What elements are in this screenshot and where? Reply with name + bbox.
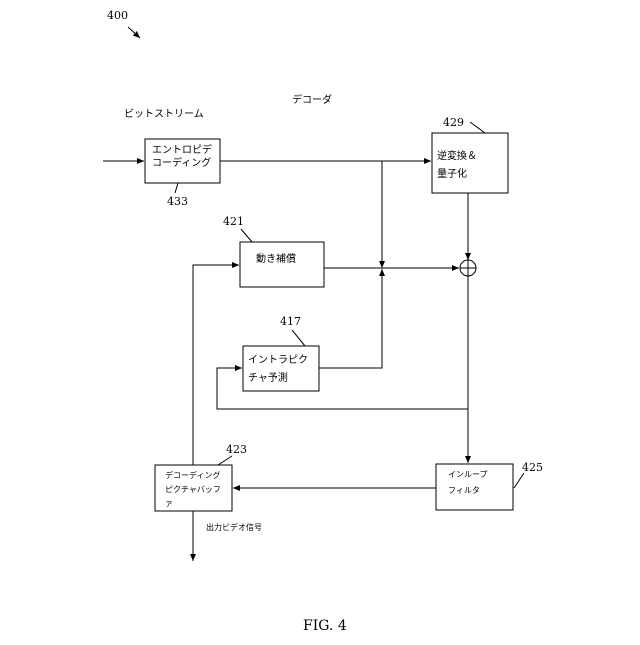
entropy-decoding-line2: コーディング	[152, 156, 211, 169]
decoding-buffer-line1: デコーディング	[165, 470, 220, 480]
inverse-transform-line1: 逆変換＆	[437, 149, 477, 162]
intra-to-junction-arrow	[319, 269, 382, 368]
intra-prediction-line2: チャ予測	[248, 371, 288, 384]
buffer-to-motion-arrow	[193, 265, 239, 465]
inloop-filter-line1: インループ	[448, 470, 488, 479]
ref-leader-433	[175, 183, 178, 193]
ref-leader-421	[241, 229, 252, 242]
decoding-buffer-block: デコーディング ピクチャバッフ ァ	[155, 465, 232, 511]
ref-423: 423	[226, 443, 247, 456]
ref-425: 425	[522, 461, 543, 474]
ref-417: 417	[280, 315, 301, 328]
motion-compensation-block: 動き補償	[240, 242, 324, 287]
entropy-decoding-block: エントロピデ コーディング	[145, 139, 220, 183]
inloop-filter-block: インループ フィルタ	[436, 464, 513, 510]
ref-leader-417	[292, 330, 305, 346]
inverse-transform-line2: 量子化	[437, 167, 467, 180]
intra-prediction-line1: イントラピク	[248, 354, 308, 366]
ref-421: 421	[223, 215, 244, 228]
ref-429: 429	[443, 116, 464, 129]
intra-prediction-block: イントラピク チャ予測	[243, 346, 319, 391]
ref-leader-425	[514, 473, 524, 488]
figure-caption: FIG. 4	[303, 618, 347, 634]
decoding-buffer-line2: ピクチャバッフ	[165, 485, 221, 494]
inverse-transform-block: 逆変換＆ 量子化	[432, 133, 508, 193]
inloop-filter-line2: フィルタ	[448, 486, 480, 495]
ref-leader-429	[470, 122, 485, 133]
entropy-decoding-line1: エントロピデ	[152, 143, 212, 156]
decoding-buffer-line3: ァ	[165, 499, 173, 508]
motion-compensation-label: 動き補償	[256, 252, 296, 265]
decoder-label: デコーダ	[292, 93, 332, 106]
figure-number: 400	[107, 9, 128, 22]
output-video-label: 出力ビデオ信号	[206, 522, 262, 532]
ref-leader-423	[218, 456, 232, 465]
figure-number-arrow	[128, 27, 140, 38]
bitstream-label: ビットストリーム	[124, 108, 204, 120]
ref-433: 433	[167, 195, 188, 208]
summing-node	[460, 260, 476, 276]
